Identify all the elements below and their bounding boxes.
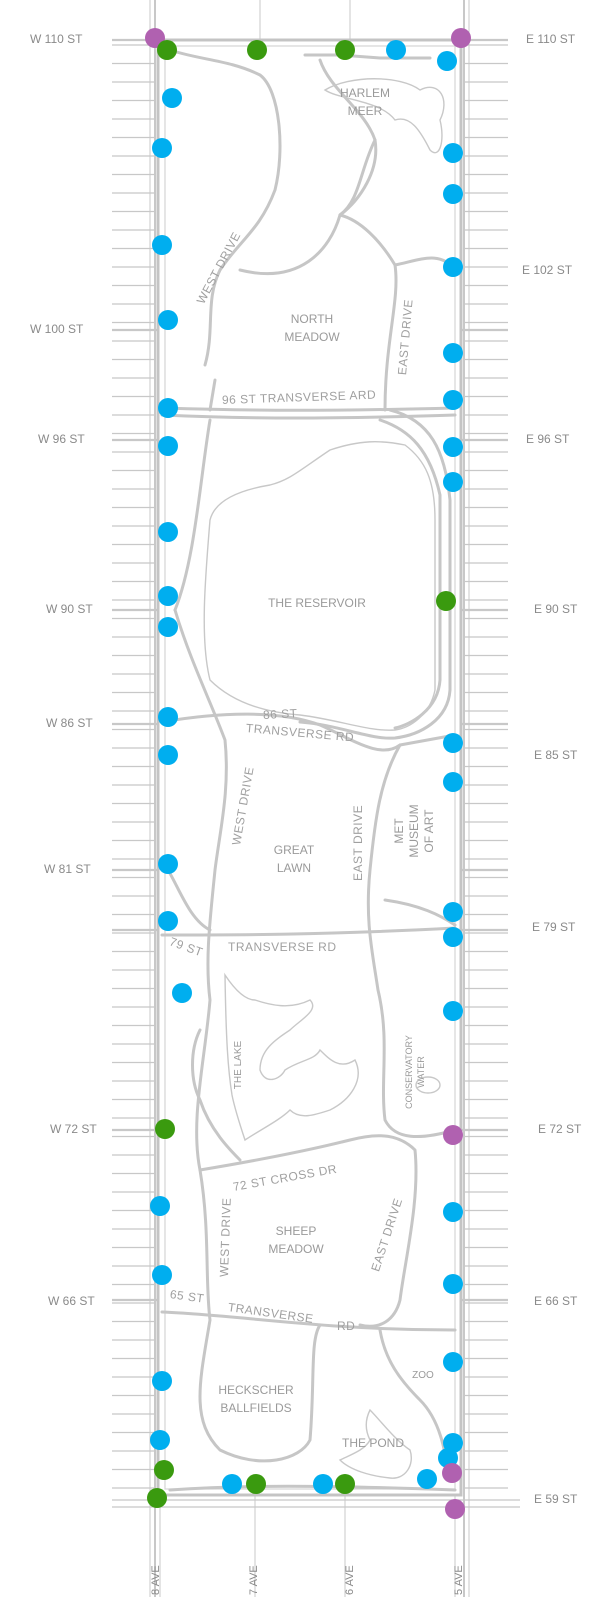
entrance-marker-blue[interactable] [222,1474,242,1494]
entrance-marker-blue[interactable] [150,1430,170,1450]
area-north-meadow: NORTH MEADOW [284,312,340,344]
entrance-marker-blue[interactable] [417,1469,437,1489]
road-79-transverse: TRANSVERSE RD [228,940,337,954]
entrance-marker-green[interactable] [155,1119,175,1139]
entrance-marker-blue[interactable] [443,902,463,922]
area-reservoir: THE RESERVOIR [268,596,366,610]
entrance-marker-purple[interactable] [443,1125,463,1145]
entrance-marker-green[interactable] [147,1488,167,1508]
entrance-marker-blue[interactable] [158,436,178,456]
area-harlem-meer: HARLEM MEER [339,86,390,118]
entrance-marker-green[interactable] [335,40,355,60]
entrance-marker-blue[interactable] [443,1202,463,1222]
street-label-w96: W 96 ST [38,432,85,446]
entrance-marker-blue[interactable] [158,586,178,606]
street-label-e96: E 96 ST [526,432,570,446]
entrance-marker-blue[interactable] [443,733,463,753]
entrance-marker-blue[interactable] [162,88,182,108]
street-label-w86: W 86 ST [46,716,93,730]
entrance-marker-blue[interactable] [152,1371,172,1391]
street-label-w90: W 90 ST [46,602,93,616]
entrance-marker-blue[interactable] [443,927,463,947]
entrance-marker-blue[interactable] [437,51,457,71]
entrance-marker-green[interactable] [157,40,177,60]
entrance-marker-blue[interactable] [443,772,463,792]
entrance-marker-blue[interactable] [158,854,178,874]
entrance-marker-green[interactable] [335,1474,355,1494]
entrance-marker-blue[interactable] [443,437,463,457]
entrance-marker-green[interactable] [436,591,456,611]
street-label-e66: E 66 ST [534,1294,578,1308]
entrance-marker-blue[interactable] [443,390,463,410]
street-label-w100: W 100 ST [30,322,84,336]
road-65-rd: RD [337,1319,356,1333]
entrance-marker-blue[interactable] [443,143,463,163]
entrance-marker-blue[interactable] [158,398,178,418]
area-met-museum: MET MUSEUM OF ART [392,804,436,858]
entrance-marker-green[interactable] [247,40,267,60]
entrance-marker-blue[interactable] [158,310,178,330]
entrance-marker-green[interactable] [154,1460,174,1480]
street-label-e102: E 102 ST [522,263,573,277]
street-label-e72: E 72 ST [538,1122,582,1136]
entrance-marker-blue[interactable] [443,1352,463,1372]
street-label-w110: W 110 ST [30,32,83,46]
entrance-marker-blue[interactable] [438,1448,458,1468]
entrance-marker-purple[interactable] [451,28,471,48]
avenue-label-7: 7 AVE [248,1565,260,1595]
area-the-lake: THE LAKE [233,1040,244,1090]
avenue-label-6: 6 AVE [344,1565,356,1595]
entrance-marker-blue[interactable] [152,138,172,158]
park-roads [160,48,457,1492]
entrance-marker-blue[interactable] [152,1265,172,1285]
road-west-drive-south: WEST DRIVE [217,1197,234,1278]
street-label-e59: E 59 ST [534,1492,578,1506]
entrance-marker-blue[interactable] [443,472,463,492]
street-label-w66: W 66 ST [48,1294,95,1308]
entrance-marker-blue[interactable] [158,707,178,727]
entrance-marker-blue[interactable] [158,745,178,765]
area-heckscher-ballfields: HECKSCHER BALLFIELDS [218,1383,294,1415]
area-the-pond: THE POND [341,1436,404,1450]
road-east-drive-mid: EAST DRIVE [351,804,365,881]
entrance-marker-purple[interactable] [442,1463,462,1483]
entrance-marker-blue[interactable] [313,1474,333,1494]
road-86-st: 86 ST [262,706,298,722]
entrance-marker-blue[interactable] [443,1274,463,1294]
water [203,78,445,1479]
street-label-e110: E 110 ST [526,32,576,46]
street-grid [112,0,520,1597]
entrance-marker-blue[interactable] [152,235,172,255]
entrance-marker-blue[interactable] [158,617,178,637]
street-label-e79: E 79 ST [532,920,576,934]
entrance-marker-blue[interactable] [150,1196,170,1216]
entrance-marker-blue[interactable] [158,522,178,542]
area-conservatory-water: CONSERVATORY WATER [404,1035,426,1109]
street-label-w72: W 72 ST [50,1122,97,1136]
entrance-marker-blue[interactable] [158,911,178,931]
entrance-marker-green[interactable] [246,1474,266,1494]
street-label-e85: E 85 ST [534,748,578,762]
entrance-marker-blue[interactable] [443,1001,463,1021]
area-great-lawn: GREAT LAWN [273,843,315,875]
avenue-label-5: 5 AVE [453,1565,465,1595]
entrance-marker-blue[interactable] [443,343,463,363]
entrance-marker-blue[interactable] [386,40,406,60]
area-sheep-meadow: SHEEP MEADOW [268,1224,324,1256]
street-label-w81: W 81 ST [44,862,91,876]
park-boundary [156,38,463,1497]
entrance-markers [145,28,471,1519]
entrance-marker-blue[interactable] [443,257,463,277]
area-zoo: ZOO [412,1370,434,1381]
entrance-marker-purple[interactable] [445,1499,465,1519]
entrance-marker-blue[interactable] [443,184,463,204]
entrance-marker-blue[interactable] [172,983,192,1003]
avenue-label-8: 8 AVE [150,1565,162,1595]
street-label-e90: E 90 ST [534,602,578,616]
